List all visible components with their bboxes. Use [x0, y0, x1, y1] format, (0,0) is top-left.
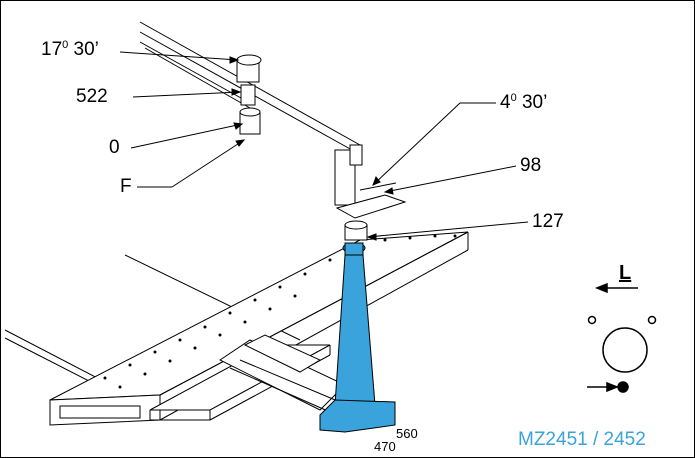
label-522: 522 [76, 86, 108, 107]
direction-letter: L [619, 262, 632, 284]
leader-0 [130, 122, 244, 149]
column-base-plate [319, 399, 396, 433]
leader-4-30 [372, 102, 496, 186]
leader-98 [383, 165, 517, 195]
direction-indicator [587, 282, 657, 393]
leader-17-30 [119, 51, 240, 64]
label-F: F [120, 176, 132, 197]
label-127: 127 [532, 211, 564, 232]
label-560: 560 [396, 426, 418, 441]
column-neck [344, 242, 364, 256]
label-470: 470 [374, 439, 396, 454]
leader-F [137, 139, 246, 188]
label-98: 98 [520, 155, 542, 176]
label-angle-right: 40 30’ [500, 92, 548, 113]
base-beam [49, 231, 469, 426]
cross-member [219, 334, 346, 413]
reference-code: MZ2451 / 2452 [518, 429, 646, 450]
label-0: 0 [109, 137, 120, 158]
leader-522 [132, 88, 242, 98]
label-angle-top: 170 30’ [41, 39, 99, 60]
leader-127 [366, 221, 529, 241]
column-pedestal [344, 220, 368, 241]
clamp-assembly [236, 54, 262, 135]
vertical-post [334, 144, 407, 219]
bolt-holes [103, 234, 457, 389]
